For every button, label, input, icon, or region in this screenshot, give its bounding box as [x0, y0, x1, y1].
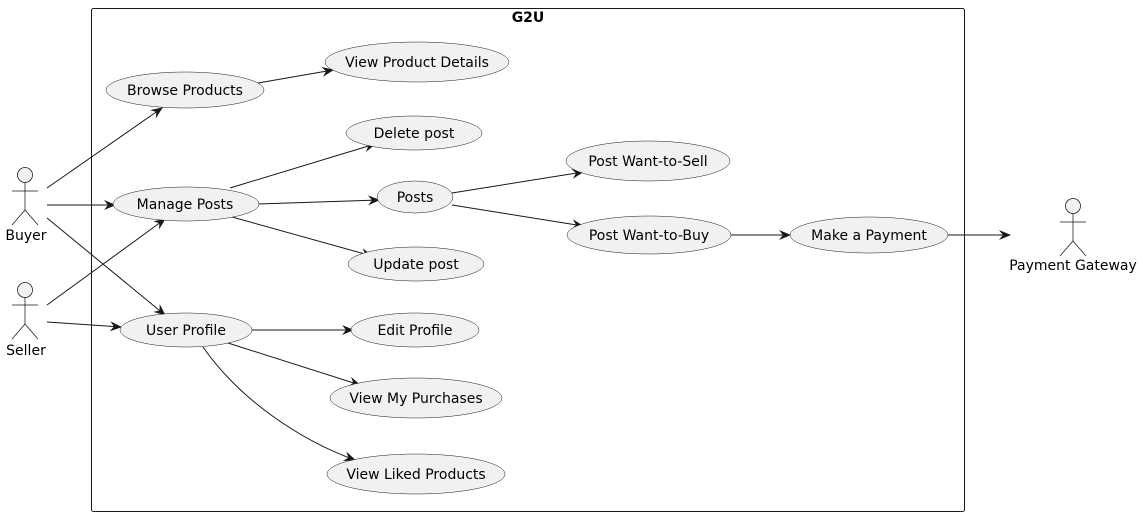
label-browse-products: Browse Products — [127, 83, 243, 99]
edge-manage-update — [231, 216, 373, 258]
actor-payment-gateway-leg-left — [1059, 240, 1074, 257]
actor-payment-gateway-head — [1065, 198, 1081, 214]
usecase-manage-posts — [112, 186, 260, 222]
edge-buyer-profile — [46, 217, 166, 316]
actor-seller-leg-right — [24, 323, 39, 340]
label-make-a-payment: Make a Payment — [811, 228, 927, 244]
actor-buyer-leg-right — [24, 209, 39, 226]
label-post-want-to-buy: Post Want-to-Buy — [589, 228, 709, 244]
usecase-edit-profile — [350, 312, 480, 348]
edge-posts-buy — [451, 204, 584, 230]
usecase-delete-post — [345, 115, 483, 151]
label-view-my-purchases: View My Purchases — [349, 391, 482, 407]
usecase-make-a-payment — [789, 216, 949, 254]
actor-seller-head — [17, 282, 33, 298]
edge-seller-profile — [46, 321, 122, 332]
actor-buyer-leg-left — [11, 209, 26, 226]
label-post-want-to-sell: Post Want-to-Sell — [588, 154, 707, 170]
usecase-view-my-purchases — [329, 377, 503, 419]
label-update-post: Update post — [373, 257, 459, 273]
edge-posts-sell — [451, 168, 584, 194]
label-view-liked-products: View Liked Products — [346, 467, 485, 483]
edge-seller-manage — [46, 218, 166, 306]
edge-manage-posts — [257, 195, 380, 206]
label-delete-post: Delete post — [374, 126, 455, 142]
actor-payment-gateway-label: Payment Gateway — [1009, 258, 1137, 274]
connections — [46, 66, 1011, 461]
actor-buyer-head — [17, 167, 33, 183]
actor-buyer — [11, 167, 39, 226]
usecase-update-post — [347, 246, 485, 282]
use-cases — [105, 41, 949, 495]
edge-buyer-browse — [46, 107, 163, 189]
label-manage-posts: Manage Posts — [137, 197, 234, 213]
system-boundary — [91, 8, 965, 512]
usecase-post-want-to-sell — [565, 140, 731, 182]
usecase-user-profile — [119, 312, 253, 348]
system-title: G2U — [512, 10, 545, 26]
edge-manage-delete — [229, 142, 376, 189]
edge-profile-purchases — [227, 342, 361, 387]
actor-buyer-label: Buyer — [5, 228, 46, 244]
usecase-post-want-to-buy — [566, 215, 732, 255]
label-view-product-details: View Product Details — [345, 55, 489, 71]
edge-profile-liked — [202, 346, 356, 461]
actor-payment-gateway-leg-right — [1072, 240, 1087, 257]
use-case-labels: Browse Products View Product Details Del… — [127, 55, 927, 483]
label-edit-profile: Edit Profile — [377, 323, 452, 339]
edge-browse-details — [257, 66, 334, 84]
actor-seller-leg-left — [11, 323, 26, 340]
label-posts: Posts — [397, 190, 434, 206]
actor-seller — [11, 282, 39, 340]
label-user-profile: User Profile — [146, 323, 226, 339]
usecase-view-product-details — [324, 41, 510, 83]
usecase-browse-products — [105, 71, 265, 109]
actor-payment-gateway — [1059, 198, 1087, 257]
usecase-posts — [376, 180, 454, 214]
actor-seller-label: Seller — [6, 343, 46, 359]
usecase-view-liked-products — [326, 453, 506, 495]
